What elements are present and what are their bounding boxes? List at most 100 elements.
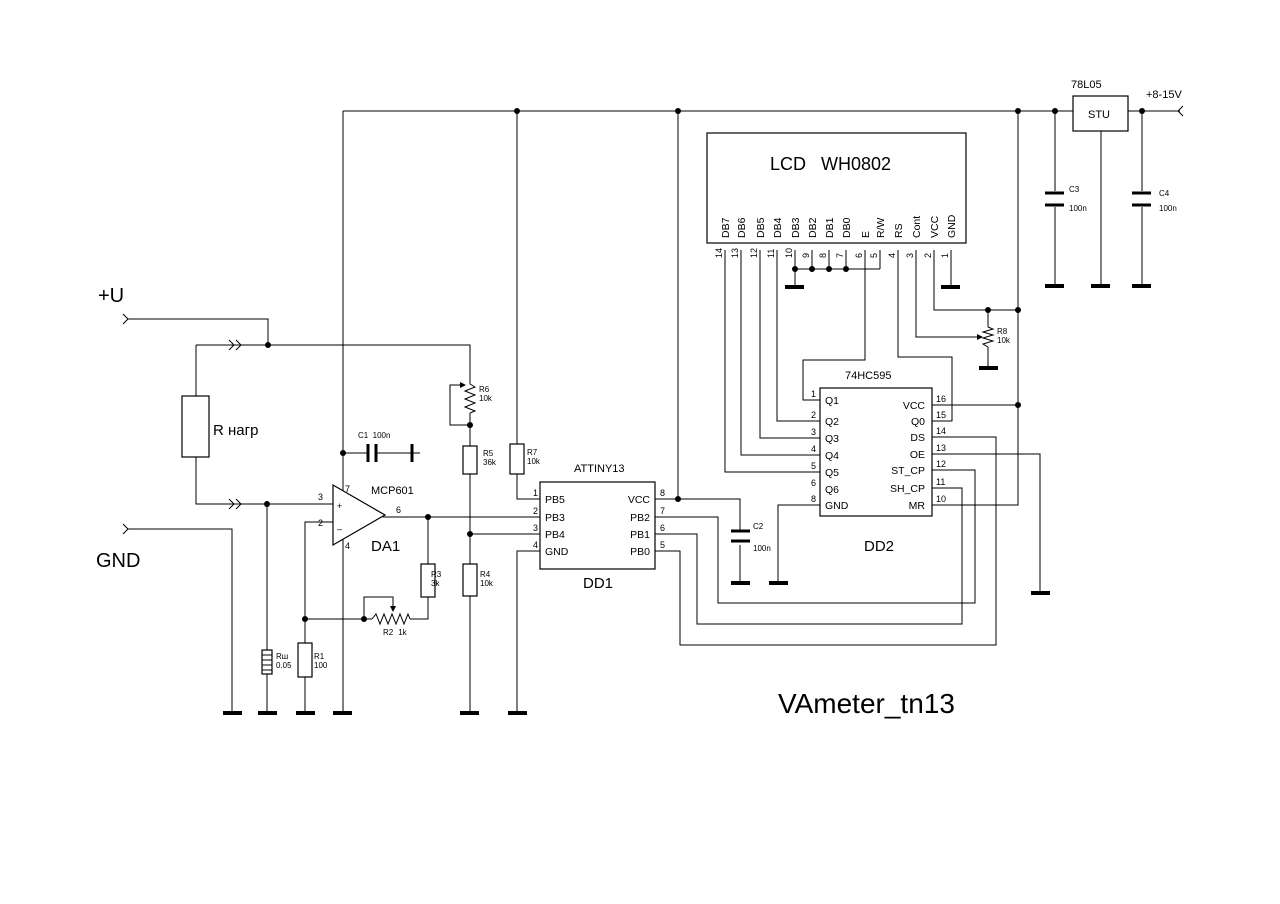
mcu-pin-num-1: 1	[533, 488, 538, 498]
supply-label: +8-15V	[1146, 89, 1182, 101]
resistor-r5	[462, 445, 478, 475]
opamp-pin6: 6	[396, 505, 401, 515]
shift-pin-num-15: 15	[936, 410, 946, 420]
resistor-shunt	[261, 649, 273, 675]
shift-pin-name-q0: Q0	[911, 416, 925, 428]
lcd-pin-num-3: 3	[905, 253, 915, 258]
opamp-pin2: 2	[318, 518, 323, 528]
rs-name: Rш	[276, 652, 288, 661]
resistor-r3	[420, 563, 436, 598]
lcd-pin-num-10: 10	[784, 248, 794, 258]
shift-pin-name-q6: Q6	[825, 484, 839, 496]
r5-value: 36k	[483, 458, 497, 467]
shift-pin-num-16: 16	[936, 394, 946, 404]
resistor-r4	[462, 563, 478, 597]
lcd-pin-name-gnd: GND	[946, 214, 958, 238]
lcd-pin-name-db2: DB2	[807, 217, 819, 238]
lcd-pin-name-db1: DB1	[824, 217, 836, 238]
mcu-pin-num-7: 7	[660, 506, 665, 516]
wires	[128, 110, 1180, 712]
lcd-pins: DB714DB613DB512DB411DB310DB29DB18DB07E6R…	[714, 214, 958, 258]
connector-arrows	[122, 105, 1184, 535]
opamp-ref: DA1	[371, 538, 400, 555]
shift-pin-name-q4: Q4	[825, 450, 839, 462]
mcu-pin-name-gnd: GND	[545, 546, 569, 558]
mcu-pin-name-pb0: PB0	[630, 546, 650, 558]
mcu-part: ATTINY13	[574, 463, 625, 475]
mcu-pin-name-pb4: PB4	[545, 529, 565, 541]
lcd-pin-num-7: 7	[835, 253, 845, 258]
junctions	[264, 108, 1145, 622]
lcd-title: LCD WH0802	[770, 154, 891, 174]
lcd-pin-name-rs: RS	[893, 223, 905, 238]
lcd-wh0802	[706, 132, 967, 244]
shift-pin-num-12: 12	[936, 459, 946, 469]
mcu-pin-num-2: 2	[533, 506, 538, 516]
shift-pin-name-st_cp: ST_CP	[891, 465, 925, 477]
lcd-pin-name-e: E	[860, 231, 872, 238]
r6-name: R6	[479, 385, 490, 394]
shift-pin-num-2: 2	[811, 410, 816, 420]
lcd-pin-name-db3: DB3	[790, 217, 802, 238]
shift-register-dd2	[819, 387, 933, 517]
opamp-minus: –	[337, 524, 342, 534]
resistor-r1	[297, 642, 313, 678]
lcd-pin-num-1: 1	[940, 253, 950, 258]
lcd-pin-num-13: 13	[730, 248, 740, 258]
r1-name: R1	[314, 652, 325, 661]
c3-value: 100n	[1069, 204, 1087, 213]
resistor-r7	[509, 443, 525, 475]
shift-pin-num-13: 13	[936, 443, 946, 453]
input-gnd-label: GND	[96, 550, 140, 572]
lcd-pin-num-9: 9	[801, 253, 811, 258]
ground-symbols	[223, 284, 1151, 715]
trimmer-r6	[463, 383, 477, 414]
mcu-pin-name-pb5: PB5	[545, 494, 565, 506]
mcu-pin-num-3: 3	[533, 523, 538, 533]
lcd-pin-name-cont: Cont	[911, 216, 923, 238]
shunt-hatch	[262, 654, 272, 671]
lcd-pin-num-5: 5	[869, 253, 879, 258]
mcu-pin-name-pb2: PB2	[630, 512, 650, 524]
shift-pin-num-11: 11	[936, 477, 945, 487]
mcu-pin-num-4: 4	[533, 540, 538, 550]
load-resistor	[181, 395, 210, 458]
lcd-pin-name-rw: R/W	[875, 218, 887, 239]
shift-ref: DD2	[864, 538, 894, 555]
lcd-pin-num-2: 2	[923, 253, 933, 258]
shift-pin-num-3: 3	[811, 427, 816, 437]
opamp-pin4: 4	[345, 541, 350, 551]
opamp-plus: +	[337, 501, 342, 511]
diagram-title: VAmeter_tn13	[778, 688, 955, 719]
lcd-pin-num-11: 11	[766, 249, 776, 258]
shift-pin-num-10: 10	[936, 494, 946, 504]
lcd-pin-num-4: 4	[887, 253, 897, 258]
shift-pin-name-q1: Q1	[825, 395, 839, 407]
shift-pin-num-1: 1	[811, 389, 816, 399]
r3-value: 3k	[431, 579, 440, 588]
shift-pin-num-6: 6	[811, 478, 816, 488]
lcd-pin-name-db0: DB0	[841, 217, 853, 238]
regulator-part: 78L05	[1071, 79, 1102, 91]
trimmer-r8	[981, 326, 995, 348]
r5-name: R5	[483, 449, 494, 458]
shift-pin-name-sh_cp: SH_CP	[890, 483, 925, 495]
rs-value: 0.05	[276, 661, 292, 670]
lcd-pin-num-8: 8	[818, 253, 828, 258]
lcd-pin-name-db4: DB4	[772, 217, 784, 238]
r3-name: R3	[431, 570, 442, 579]
r4-value: 10k	[480, 579, 494, 588]
r6-value: 10k	[479, 394, 493, 403]
mcu-pin-num-5: 5	[660, 540, 665, 550]
c3-name: C3	[1069, 185, 1080, 194]
shift-pin-name-q2: Q2	[825, 416, 839, 428]
mcu-pin-num-8: 8	[660, 488, 665, 498]
r8-value: 10k	[997, 336, 1011, 345]
